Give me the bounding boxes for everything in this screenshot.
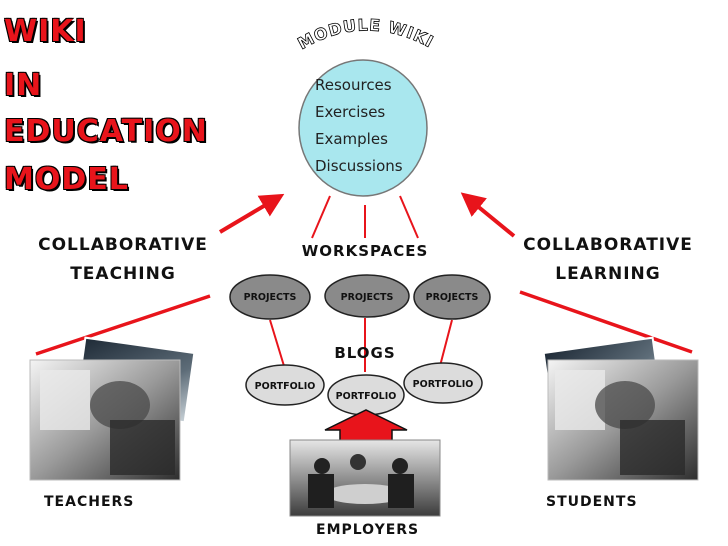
collaborative-teaching-line-1: COLLABORATIVE <box>38 235 208 255</box>
projects-node-3: PROJECTS <box>413 274 491 320</box>
collaborative-learning-line-1: COLLABORATIVE <box>523 235 693 255</box>
collaborative-teaching-label: COLLABORATIVE TEACHING <box>28 231 218 289</box>
module-item-discussions: Discussions <box>315 157 403 175</box>
students-photo <box>542 336 699 481</box>
blogs-label: BLOGS <box>334 344 396 362</box>
module-item-exercises: Exercises <box>315 103 386 121</box>
portfolio-node-3: PORTFOLIO <box>403 362 483 404</box>
projects-node-1: PROJECTS <box>229 274 311 320</box>
module-wiki-ellipse <box>298 59 428 197</box>
employers-label: EMPLOYERS <box>316 522 420 538</box>
collaborative-teaching-line-2: TEACHING <box>70 264 176 284</box>
teachers-label: TEACHERS <box>44 494 135 510</box>
students-label: STUDENTS <box>546 494 638 510</box>
projects-node-2: PROJECTS <box>324 274 410 318</box>
title-line-4: MODEL <box>4 162 129 197</box>
workspaces-label: WORKSPACES <box>301 242 429 260</box>
module-item-examples: Examples <box>315 130 388 148</box>
svg-text:PROJECTS: PROJECTS <box>341 292 394 303</box>
portfolio-node-2: PORTFOLIO <box>327 374 405 416</box>
svg-text:PROJECTS: PROJECTS <box>244 292 297 303</box>
module-item-resources: Resources <box>315 76 392 94</box>
module-wiki-arc-label: MODULE WIKI <box>295 15 438 53</box>
teachers-photo <box>29 336 196 481</box>
svg-text:PROJECTS: PROJECTS <box>426 292 479 303</box>
collaborative-learning-line-2: LEARNING <box>555 264 661 284</box>
svg-text:PORTFOLIO: PORTFOLIO <box>413 379 474 390</box>
svg-text:PORTFOLIO: PORTFOLIO <box>336 391 397 402</box>
svg-text:PORTFOLIO: PORTFOLIO <box>255 381 316 392</box>
portfolio-node-1: PORTFOLIO <box>245 364 325 406</box>
title-line-2: IN <box>4 68 43 103</box>
title-line-1: WIKI <box>4 14 87 49</box>
title-line-3: EDUCATION <box>4 114 208 149</box>
collaborative-learning-label: COLLABORATIVE LEARNING <box>510 231 706 289</box>
employers-photo <box>289 439 441 517</box>
